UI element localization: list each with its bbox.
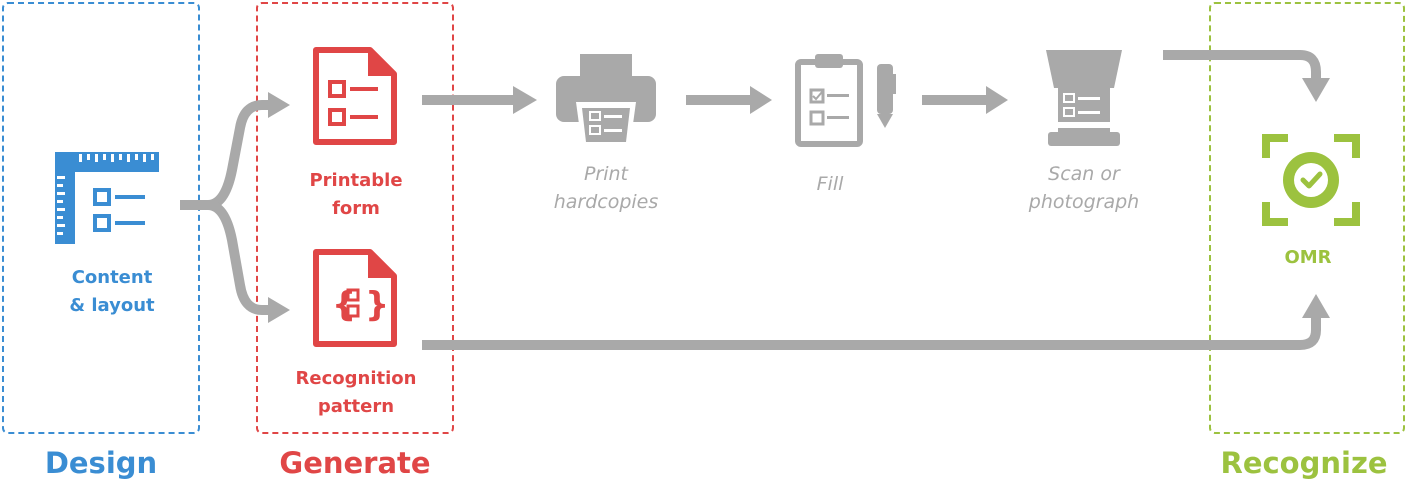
print-label: Print hardcopies [520, 160, 692, 216]
recognition-pattern-line2: pattern [317, 396, 395, 417]
scan-line1: Scan or [1048, 163, 1120, 185]
arrowhead-pattern [268, 297, 290, 323]
arrow-fork-to-pattern [207, 200, 270, 315]
generate-stage-title: Generate [279, 446, 431, 480]
fill-label: Fill [744, 170, 916, 198]
content-layout-line2: & layout [69, 295, 155, 316]
arrowhead-printable [268, 92, 290, 118]
printable-form-line2: form [332, 198, 380, 219]
scan-line2: photograph [1028, 191, 1140, 213]
arrowhead-omr-top [1302, 78, 1330, 102]
print-line1: Print [583, 163, 629, 185]
arrowhead-scan [986, 86, 1008, 114]
design-stage-box [2, 2, 200, 434]
scanner-icon [1044, 48, 1124, 152]
arrow-fork-to-printable [207, 100, 270, 210]
code-document-icon: { } [312, 248, 398, 352]
arrow-scan-to-omr [1163, 50, 1321, 80]
clipboard-pen-icon [795, 52, 899, 152]
scan-label: Scan or photograph [998, 160, 1170, 216]
recognize-stage-title: Recognize [1220, 446, 1388, 480]
svg-text:}: } [365, 285, 389, 325]
arrowhead-printer [513, 86, 537, 114]
print-line2: hardcopies [553, 191, 659, 213]
recognition-pattern-label: Recognition pattern [266, 365, 446, 421]
arrow-pattern-to-omr [422, 315, 1321, 350]
recognition-pattern-line1: Recognition [295, 368, 417, 389]
content-layout-label: Content & layout [22, 264, 202, 320]
arrowhead-fill [750, 86, 772, 114]
omr-label: OMR [1222, 244, 1394, 272]
form-document-icon [312, 46, 398, 150]
content-layout-line1: Content [71, 267, 153, 288]
fill-line1: Fill [816, 173, 844, 195]
printer-icon [556, 52, 656, 152]
design-stage-title: Design [44, 446, 158, 480]
omr-line1: OMR [1284, 247, 1332, 268]
ruler-form-icon [55, 152, 159, 248]
printable-form-label: Printable form [266, 167, 446, 223]
arrowhead-omr-bottom [1302, 294, 1330, 318]
generate-stage-box [256, 2, 454, 434]
check-scan-icon [1262, 134, 1360, 230]
recognize-stage-box [1209, 2, 1405, 434]
printable-form-line1: Printable [309, 170, 403, 191]
